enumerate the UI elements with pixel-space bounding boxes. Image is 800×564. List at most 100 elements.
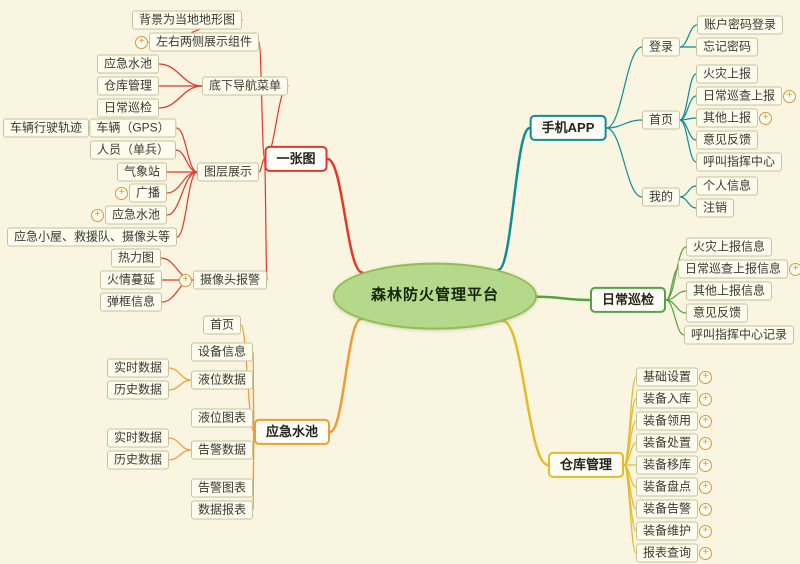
node-label: 告警图表 (197, 480, 247, 495)
node-wh-alarm[interactable]: 装备告警+ (635, 499, 713, 519)
connector-app-home (605, 119, 643, 129)
node-wh-move[interactable]: 装备移库+ (635, 455, 713, 475)
node-map-layers[interactable]: 图层展示 (196, 162, 260, 182)
node-ins-other[interactable]: 其他上报信息 (685, 281, 773, 301)
expand-plus-icon[interactable]: + (90, 208, 104, 222)
node-vehicle-track[interactable]: 车辆行驶轨迹 (2, 118, 90, 138)
node-ins-call[interactable]: 呼叫指挥中心记录 (683, 325, 795, 345)
node-pool-levelchart[interactable]: 液位图表 (190, 408, 254, 428)
node-alarm-rt[interactable]: 实时数据 (106, 428, 170, 448)
node-level-his[interactable]: 历史数据 (106, 380, 170, 400)
node-map-camera[interactable]: 摄像头报警+ (178, 270, 268, 290)
node-label: 账户密码登录 (703, 17, 777, 32)
node-login-forgot[interactable]: 忘记密码 (695, 37, 759, 57)
connector-pool (328, 317, 363, 434)
node-map-bg[interactable]: 背景为当地地形图 (131, 10, 243, 30)
node-label: 意见反馈 (702, 132, 752, 147)
node-nav-inspection[interactable]: 日常巡检 (96, 98, 160, 118)
node-label: 数据报表 (197, 502, 247, 517)
connector-app (497, 126, 531, 272)
node-home-fire[interactable]: 火灾上报 (695, 64, 759, 84)
node-ins-feedback[interactable]: 意见反馈 (685, 303, 749, 323)
node-mine-logout[interactable]: 注销 (695, 198, 735, 218)
node-app[interactable]: 手机APP (529, 114, 607, 142)
node-inspect[interactable]: 日常巡检 (589, 286, 667, 314)
connector-pool-report (252, 431, 255, 511)
connector-map (326, 157, 364, 274)
node-alarm-his[interactable]: 历史数据 (106, 450, 170, 470)
node-layer-broadcast[interactable]: 广播+ (114, 183, 168, 203)
node-layer-vehicle[interactable]: 车辆（GPS）+ (75, 118, 177, 138)
connector-warehouse (501, 319, 550, 467)
expand-plus-icon[interactable]: + (759, 111, 773, 125)
node-home-feedback[interactable]: 意见反馈 (695, 130, 759, 150)
node-layer-person[interactable]: 人员（单兵） (89, 140, 177, 160)
expand-plus-icon[interactable]: + (699, 480, 713, 494)
node-wh-basic[interactable]: 基础设置 + (635, 367, 713, 387)
node-label: 意见反馈 (692, 305, 742, 320)
node-nav-pool[interactable]: 应急水池 (96, 54, 160, 74)
node-camera-heat[interactable]: 热力图 (110, 248, 162, 268)
node-label: 设备信息 (197, 344, 247, 359)
expand-plus-icon[interactable]: + (699, 546, 713, 560)
node-wh-maintain[interactable]: 装备维护+ (635, 521, 713, 541)
connector-ins-call (665, 299, 685, 336)
connector-layer-vehicle (176, 127, 198, 173)
node-camera-popup[interactable]: 弹框信息 (99, 292, 163, 312)
expand-plus-icon[interactable]: + (699, 502, 713, 516)
node-layer-pool[interactable]: 应急水池+ (90, 205, 168, 225)
node-home-other[interactable]: 其他上报+ (695, 108, 773, 128)
node-app-mine[interactable]: 我的 (641, 187, 681, 207)
node-warehouse[interactable]: 仓库管理 (547, 451, 625, 479)
expand-plus-icon[interactable]: + (699, 458, 713, 472)
node-label: 登录 (648, 39, 674, 54)
node-pool[interactable]: 应急水池 (253, 418, 331, 446)
node-camera-fire[interactable]: 火情蔓延 (99, 270, 163, 290)
expand-plus-icon[interactable]: + (783, 89, 797, 103)
node-level-rt[interactable]: 实时数据 (106, 358, 170, 378)
node-pool-report[interactable]: 数据报表 (190, 500, 254, 520)
expand-plus-icon[interactable]: + (114, 186, 128, 200)
node-label: 装备入库 (642, 391, 692, 406)
node-label: 基础设置 (642, 369, 692, 384)
node-nav-warehouse[interactable]: 仓库管理 (96, 76, 160, 96)
node-label: 注销 (702, 200, 728, 215)
expand-plus-icon[interactable]: + (134, 35, 148, 49)
expand-plus-icon[interactable]: + (699, 436, 713, 450)
expand-plus-icon[interactable]: + (789, 262, 800, 276)
node-map-components[interactable]: 左右两侧展示组件+ (134, 32, 260, 52)
expand-plus-icon[interactable]: + (699, 524, 713, 538)
node-home-call[interactable]: 呼叫指挥中心 (695, 152, 783, 172)
node-mine-profile[interactable]: 个人信息 (695, 176, 759, 196)
expand-plus-icon[interactable]: + (699, 370, 713, 384)
node-layer-weather[interactable]: 气象站 (116, 162, 168, 182)
node-wh-in[interactable]: 装备入库 + (635, 389, 713, 409)
node-wh-check[interactable]: 装备盘点+ (635, 477, 713, 497)
node-pool-level[interactable]: 液位数据 (190, 370, 254, 390)
node-ins-patrol[interactable]: 日常巡查上报信息+ (677, 259, 800, 279)
node-ins-fire[interactable]: 火灾上报信息 (685, 237, 773, 257)
node-center[interactable]: 森林防火管理平台 (332, 262, 538, 330)
connector-wh-basic (623, 376, 637, 466)
node-wh-report[interactable]: 报表查询 + (635, 543, 713, 563)
node-label: 一张图 (276, 150, 316, 166)
node-label: 报表查询 (642, 545, 692, 560)
node-pool-home[interactable]: 首页 (202, 315, 242, 335)
node-pool-device[interactable]: 设备信息 (190, 342, 254, 362)
node-label: 历史数据 (113, 452, 163, 467)
node-label: 图层展示 (203, 164, 253, 179)
expand-plus-icon[interactable]: + (178, 273, 192, 287)
node-app-home[interactable]: 首页 (641, 110, 681, 130)
node-pool-alarm[interactable]: 告警数据 (190, 440, 254, 460)
node-map[interactable]: 一张图 (264, 145, 328, 173)
node-map-nav[interactable]: 底下导航菜单 (201, 76, 289, 96)
node-login-account[interactable]: 账户密码登录 (696, 15, 784, 35)
node-home-patrol[interactable]: 日常巡查上报+ (695, 86, 797, 106)
node-app-login[interactable]: 登录 (641, 37, 681, 57)
node-pool-alarmchart[interactable]: 告警图表 (190, 478, 254, 498)
node-wh-use[interactable]: 装备领用+ (635, 411, 713, 431)
node-layer-others[interactable]: 应急小屋、救援队、摄像头等 (6, 227, 178, 247)
expand-plus-icon[interactable]: + (699, 392, 713, 406)
node-wh-dispose[interactable]: 装备处置+ (635, 433, 713, 453)
expand-plus-icon[interactable]: + (699, 414, 713, 428)
